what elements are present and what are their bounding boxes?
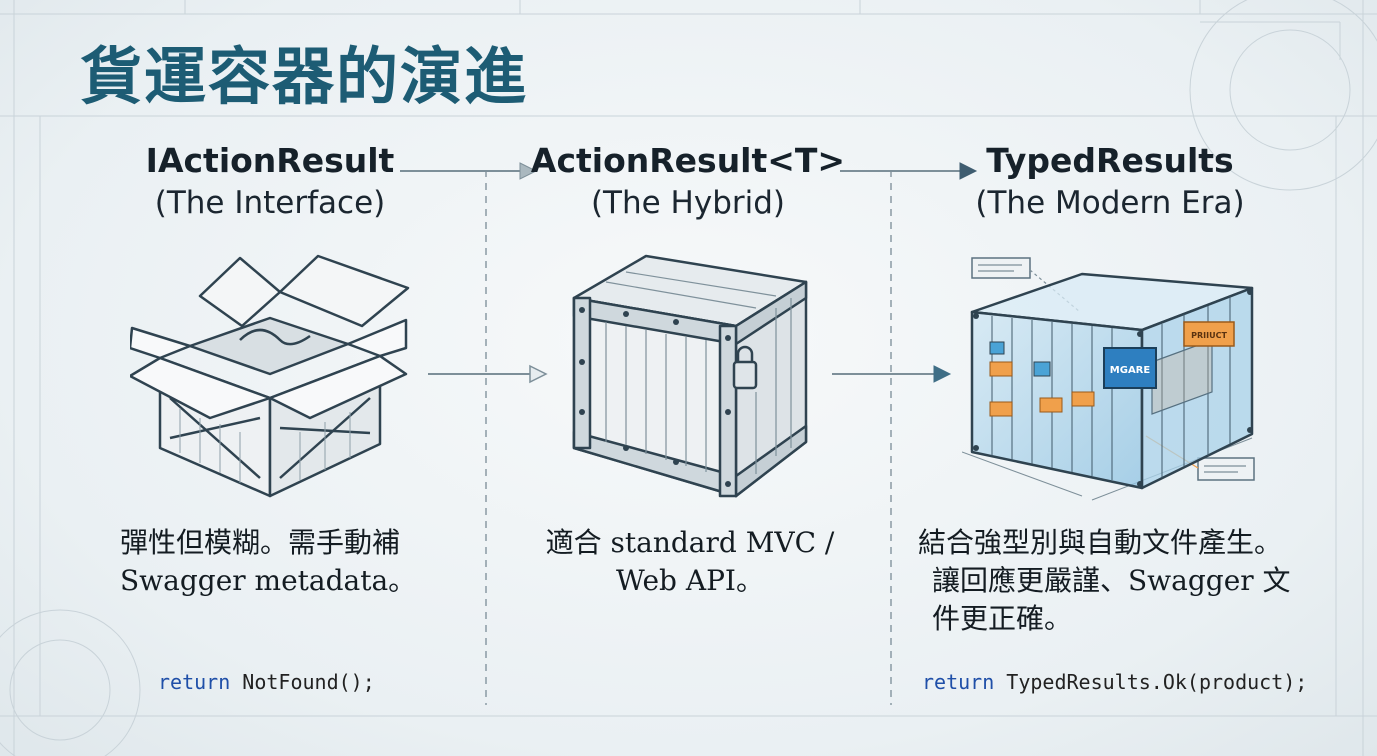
description-line: 讓回應更嚴謹、Swagger 文 bbox=[932, 564, 1291, 597]
container-tag-right: PRIIUCT bbox=[1191, 331, 1227, 340]
description-line: 結合強型別與自動文件產生。 bbox=[918, 526, 1283, 559]
description-actionresult-t: 適合 standard MVC / Web API。 bbox=[530, 524, 850, 600]
container-tag-left: MGARE bbox=[1110, 365, 1151, 376]
code-keyword: return bbox=[922, 670, 995, 694]
column-heading: TypedResults bbox=[986, 141, 1234, 180]
code-expression: TypedResults.Ok(product); bbox=[994, 670, 1308, 694]
open-cardboard-box-icon bbox=[130, 254, 410, 498]
column-subheading: (The Hybrid) bbox=[590, 185, 786, 221]
column-iactionresult: IActionResult (The Interface) bbox=[60, 140, 480, 224]
transparent-shipping-container-icon: MGARE PRIIUCT bbox=[962, 257, 1255, 501]
description-line: 件更正確。 bbox=[932, 602, 1073, 635]
description-iactionresult: 彈性但模糊。需手動補 Swagger metadata。 bbox=[120, 524, 450, 600]
locked-wooden-crate-icon bbox=[572, 254, 808, 498]
description-line: 適合 standard MVC / bbox=[545, 526, 835, 559]
column-subheading: (The Modern Era) bbox=[975, 185, 1245, 221]
column-actionresult-t: ActionResult<T> (The Hybrid) bbox=[478, 140, 898, 224]
column-subheading: (The Interface) bbox=[154, 185, 386, 221]
code-keyword: return bbox=[158, 670, 231, 694]
column-typedresults: TypedResults (The Modern Era) bbox=[900, 140, 1320, 224]
code-snippet-iactionresult: return NotFound(); bbox=[158, 670, 375, 694]
description-typedresults: 結合強型別與自動文件產生。 讓回應更嚴謹、Swagger 文 件更正確。 bbox=[918, 524, 1308, 638]
code-expression: NotFound(); bbox=[230, 670, 375, 694]
heading-arrows bbox=[400, 162, 978, 180]
description-line: Swagger metadata。 bbox=[120, 564, 417, 597]
description-line: Web API。 bbox=[615, 564, 764, 597]
column-heading: IActionResult bbox=[145, 141, 395, 180]
code-snippet-typedresults: return TypedResults.Ok(product); bbox=[922, 670, 1307, 694]
column-heading: ActionResult<T> bbox=[530, 141, 846, 180]
page-title: 貨運容器的演進 bbox=[80, 40, 529, 113]
description-line: 彈性但模糊。需手動補 bbox=[120, 526, 401, 559]
icon-arrows bbox=[428, 364, 952, 384]
